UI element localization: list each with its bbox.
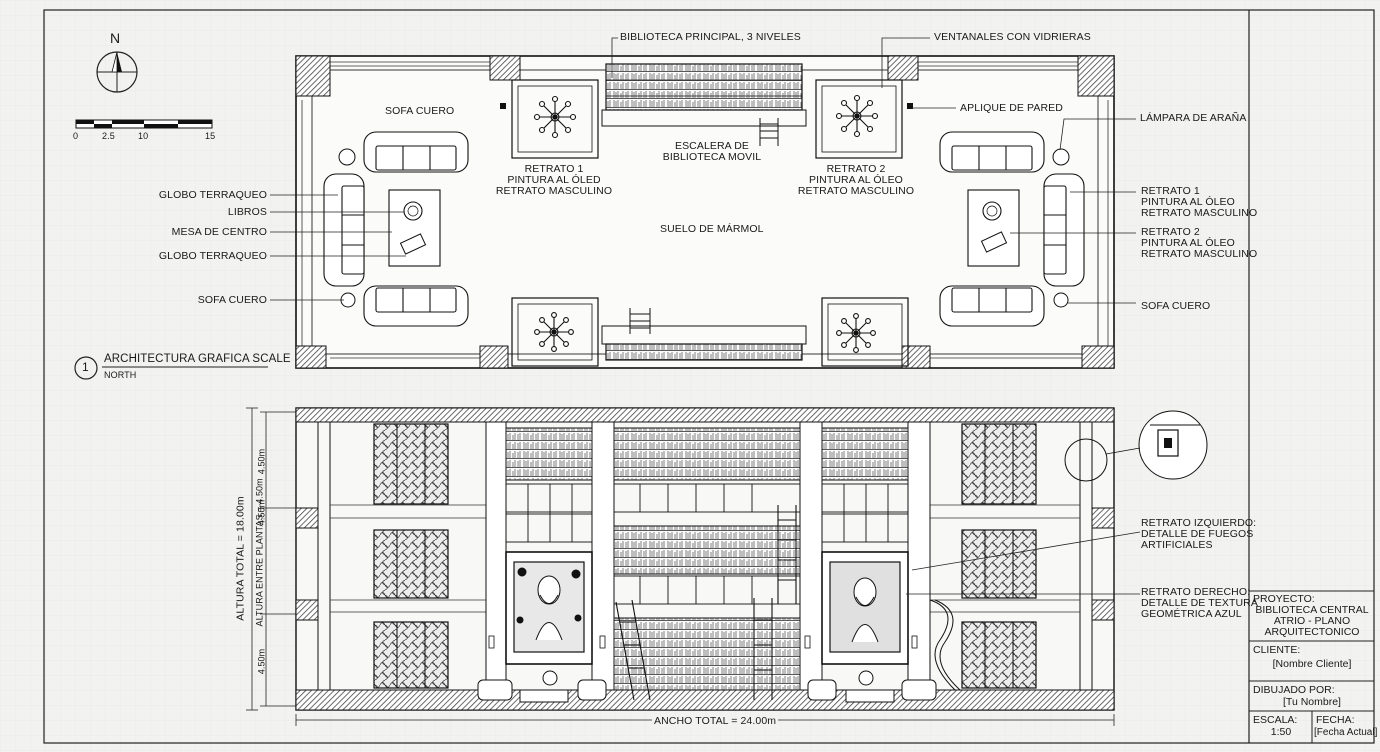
scale-tick-2-5: 2.5	[102, 131, 115, 141]
label-libros: LIBROS	[227, 206, 267, 218]
label-mesa: MESA DE CENTRO	[171, 226, 267, 238]
dibujado-label: DIBUJADO POR:	[1253, 684, 1335, 696]
scale-bar	[75, 119, 213, 129]
escala-label: ESCALA:	[1253, 714, 1298, 726]
label-biblioteca: BIBLIOTECA PRINCIPAL, 3 NIVELES	[620, 31, 801, 43]
label-dim-bottom: 4.50m	[256, 648, 267, 675]
label-dim-mid: 4.50m	[256, 499, 267, 526]
label-ventanales: VENTANALES CON VIDRIERAS	[934, 31, 1091, 43]
title-text: ARCHITECTURA GRAFICA SCALE	[104, 353, 291, 365]
fecha-label: FECHA:	[1316, 714, 1355, 726]
proyecto-label: PROYECTO:	[1253, 593, 1315, 605]
label-sofa-left: SOFA CUERO	[197, 294, 267, 306]
label-aplique: APLIQUE DE PARED	[960, 102, 1063, 114]
scale-tick-10: 10	[138, 131, 149, 141]
books-icon	[399, 233, 427, 255]
floor-plan	[295, 55, 1115, 369]
globe-icon	[403, 201, 423, 221]
label-lampara: LÁMPARA DE ARAÑA	[1140, 112, 1247, 124]
scale-tick-0: 0	[73, 131, 79, 141]
label-suelo: SUELO DE MÁRMOL	[660, 223, 764, 235]
elevation	[295, 407, 1115, 711]
label-sofa-right: SOFA CUERO	[1141, 300, 1211, 312]
label-altura-total: ALTURA TOTAL = 18.00m	[234, 496, 247, 621]
title-number-bubble	[74, 356, 98, 380]
scale-tick-15: 15	[205, 131, 216, 141]
title-subtitle: NORTH	[104, 370, 137, 380]
north-arrow-icon	[96, 51, 138, 93]
dibujado-value: [Tu Nombre]	[1283, 696, 1341, 708]
cliente-label: CLIENTE:	[1253, 644, 1301, 656]
chandelier-icon	[533, 94, 879, 353]
label-sofa-top: SOFA CUERO	[385, 105, 455, 117]
detail-callout	[1064, 410, 1208, 482]
escala-value: 1:50	[1270, 726, 1292, 738]
north-letter: N	[110, 30, 121, 46]
label-ancho-total: ANCHO TOTAL = 24.00m	[652, 715, 779, 727]
label-globo1: GLOBO TERRAQUEO	[158, 189, 267, 201]
portrait-left-icon	[516, 567, 582, 641]
title-number: 1	[82, 360, 89, 374]
portrait-right-icon	[851, 577, 879, 643]
fecha-value: [Fecha Actual]	[1314, 727, 1378, 738]
sofa-icon	[323, 131, 469, 327]
label-globo2: GLOBO TERRAQUEO	[158, 250, 267, 262]
label-dim-top: 4.50m	[256, 448, 267, 475]
cliente-value: [Nombre Cliente]	[1272, 658, 1352, 670]
